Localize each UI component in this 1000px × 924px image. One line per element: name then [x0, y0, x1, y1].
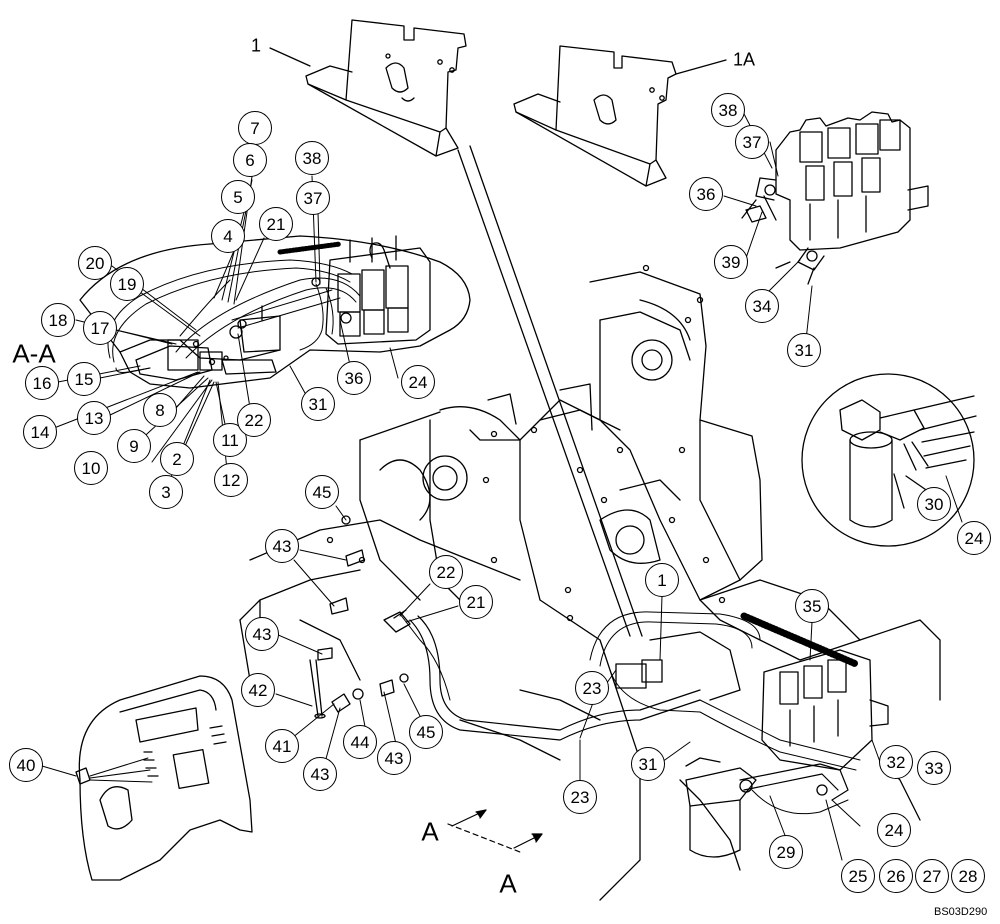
- part-label-1: 1: [250, 35, 262, 56]
- callout-21-top: 21: [259, 207, 293, 241]
- bracket-1-drawing: [305, 19, 467, 157]
- callout-36-right: 36: [689, 177, 723, 211]
- callout-42: 42: [241, 673, 275, 707]
- callout-32: 32: [879, 745, 913, 779]
- callout-36-left: 36: [337, 361, 371, 395]
- section-aa-drawing: [79, 235, 471, 389]
- small-parts-leaders: [275, 505, 459, 767]
- callout-7: 7: [238, 111, 272, 145]
- callout-24-left: 24: [401, 365, 435, 399]
- callout-37-left: 37: [296, 181, 330, 215]
- console-leaders: [41, 757, 153, 783]
- callout-5: 5: [221, 180, 255, 214]
- callout-33: 33: [917, 751, 951, 785]
- callout-14: 14: [23, 415, 57, 449]
- callout-43-b: 43: [303, 757, 337, 791]
- callout-21-mid: 21: [459, 585, 493, 619]
- callout-26: 26: [879, 859, 913, 893]
- view-arrow-a-bottom: A: [499, 868, 517, 899]
- callout-34: 34: [745, 289, 779, 323]
- callout-31-bottom: 31: [631, 747, 665, 781]
- callout-23-a: 23: [575, 671, 609, 705]
- callout-43-top: 43: [265, 529, 299, 563]
- main-frame-drawing: [239, 264, 941, 901]
- drawing-code: BS03D290: [934, 906, 988, 918]
- callout-44: 44: [343, 725, 377, 759]
- callout-10: 10: [74, 451, 108, 485]
- callout-25: 25: [841, 859, 875, 893]
- small-parts-drawing: [309, 515, 411, 719]
- callout-17: 17: [83, 311, 117, 345]
- callout-45-top: 45: [305, 475, 339, 509]
- callout-43-a: 43: [245, 617, 279, 651]
- callout-4: 4: [211, 219, 245, 253]
- bracket-1a-drawing: [513, 45, 677, 187]
- callout-16: 16: [25, 366, 59, 400]
- valve-assembly-top-right: [741, 111, 929, 285]
- callout-8: 8: [143, 393, 177, 427]
- callout-31-right: 31: [787, 333, 821, 367]
- callout-29: 29: [769, 835, 803, 869]
- console-panel-drawing: [75, 675, 253, 881]
- callout-28: 28: [951, 859, 985, 893]
- callout-24-bottom: 24: [877, 813, 911, 847]
- callout-1-center: 1: [645, 563, 679, 597]
- callout-15: 15: [67, 362, 101, 396]
- callout-9: 9: [117, 429, 151, 463]
- callout-31-left: 31: [301, 387, 335, 421]
- callout-2: 2: [160, 442, 194, 476]
- callout-22-left: 22: [237, 403, 271, 437]
- callout-45-bottom: 45: [409, 715, 443, 749]
- callout-40: 40: [9, 748, 43, 782]
- callout-27: 27: [915, 859, 949, 893]
- callout-35: 35: [795, 589, 829, 623]
- callout-12: 12: [214, 463, 248, 497]
- callout-41: 41: [265, 729, 299, 763]
- callout-22-mid: 22: [429, 555, 463, 589]
- callout-23-b: 23: [563, 780, 597, 814]
- callout-20: 20: [78, 246, 112, 280]
- section-aa-title: A-A: [12, 338, 56, 369]
- part-label-1a: 1A: [732, 49, 756, 70]
- callout-6: 6: [233, 143, 267, 177]
- filter-detail-circle: [801, 373, 977, 547]
- hose-routing-drawing: [399, 611, 889, 858]
- callout-3: 3: [149, 475, 183, 509]
- view-arrow-a-left: A: [421, 816, 439, 847]
- callout-43-c: 43: [377, 741, 411, 775]
- callout-37-right: 37: [735, 125, 769, 159]
- callout-38-left: 38: [295, 141, 329, 175]
- callout-30: 30: [917, 487, 951, 521]
- callout-24-detail: 24: [957, 521, 991, 555]
- callout-13: 13: [77, 401, 111, 435]
- callout-38-right: 38: [711, 93, 745, 127]
- callout-39: 39: [714, 245, 748, 279]
- callout-18: 18: [41, 303, 75, 337]
- callout-19: 19: [110, 267, 144, 301]
- view-arrows: [447, 809, 543, 853]
